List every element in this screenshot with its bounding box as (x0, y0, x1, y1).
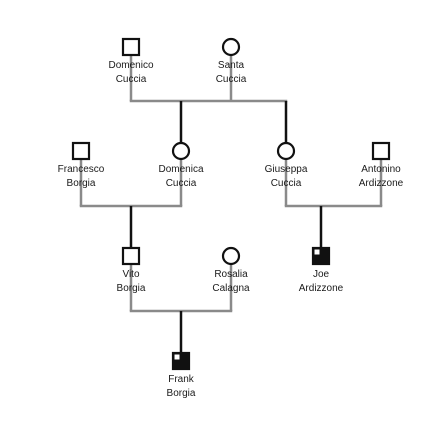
person-nodes: DomenicoCucciaSantaCucciaFrancescoBorgia… (58, 37, 404, 399)
person-name-line-2: Ardizzone (299, 283, 344, 294)
male-square-icon (371, 141, 391, 161)
union-u1 (129, 55, 288, 143)
person-name-line-2: Cuccia (116, 74, 147, 85)
person-name-line-1: Rosalia (214, 269, 248, 280)
female-circle-icon (171, 141, 191, 161)
male-square-icon (121, 246, 141, 266)
person-name-line-2: Borgia (167, 388, 196, 399)
male-square-icon (71, 141, 91, 161)
person-name-line-2: Ardizzone (359, 178, 404, 189)
person-name-line-2: Borgia (67, 178, 96, 189)
person-name-line-1: Domenico (108, 60, 153, 71)
person-name-line-1: Antonino (361, 164, 401, 175)
person-name-line-1: Francesco (58, 164, 105, 175)
carrier-mark (314, 249, 320, 255)
union-u4 (129, 264, 233, 353)
union-u3 (284, 159, 383, 248)
female-circle-icon (221, 246, 241, 266)
male-square-icon (121, 37, 141, 57)
person-name-line-1: Santa (218, 60, 245, 71)
person-name-line-1: Vito (122, 269, 139, 280)
person-name-line-2: Borgia (117, 283, 146, 294)
female-circle-icon (221, 37, 241, 57)
person-name-line-2: Cuccia (166, 178, 197, 189)
person-name-line-1: Frank (168, 374, 195, 385)
person-name-line-2: Calagna (212, 283, 250, 294)
union-u2 (79, 159, 183, 248)
person-name-line-2: Cuccia (216, 74, 247, 85)
person-name-line-2: Cuccia (271, 178, 302, 189)
carrier-mark (174, 354, 180, 360)
person-name-line-1: Domenica (158, 164, 203, 175)
female-circle-icon (276, 141, 296, 161)
relationship-lines (79, 55, 383, 353)
person-name-line-1: Joe (313, 269, 330, 280)
person-name-line-1: Giuseppa (265, 164, 308, 175)
